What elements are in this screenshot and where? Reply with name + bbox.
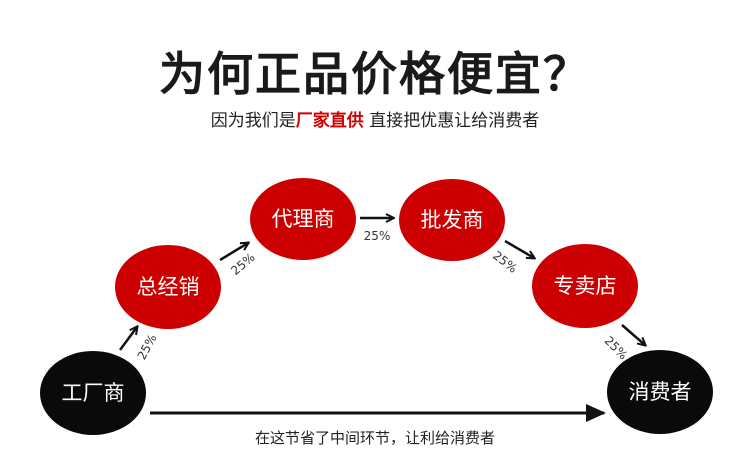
node-label: 代理商: [272, 207, 335, 231]
arrow-2: [219, 243, 248, 262]
markup-label: 25%: [602, 334, 631, 363]
markup-label: 25%: [228, 250, 257, 278]
subtitle-highlight: 厂家直供: [295, 111, 364, 131]
page-title: 为何正品价格便宜？: [159, 47, 591, 101]
bottom-caption: 在这节省了中间环节，让利给消费者: [255, 429, 495, 447]
node-consumer: 消费者: [607, 350, 713, 434]
subtitle-prefix: 因为我们是: [210, 111, 296, 131]
markup-label: 25%: [135, 332, 160, 362]
markup-label: 25%: [490, 248, 520, 275]
subtitle-suffix: 直接把优惠让给消费者: [363, 111, 540, 131]
node-general-distributor: 总经销: [115, 245, 221, 329]
node-agent: 代理商: [250, 178, 356, 260]
subtitle: 因为我们是厂家直供 直接把优惠让给消费者: [0, 106, 750, 131]
node-label: 工厂商: [62, 381, 125, 405]
node-label: 消费者: [629, 380, 692, 404]
node-wholesaler: 批发商: [399, 179, 505, 261]
arrow-1: [118, 327, 137, 351]
node-factory: 工厂商: [40, 351, 146, 435]
arrow-4: [504, 239, 534, 258]
node-label: 专卖店: [554, 274, 617, 298]
node-label: 总经销: [137, 275, 200, 299]
arrow-5: [621, 324, 645, 345]
markup-label: 25%: [364, 229, 391, 243]
node-label: 批发商: [421, 208, 484, 232]
node-store: 专卖店: [532, 244, 638, 328]
